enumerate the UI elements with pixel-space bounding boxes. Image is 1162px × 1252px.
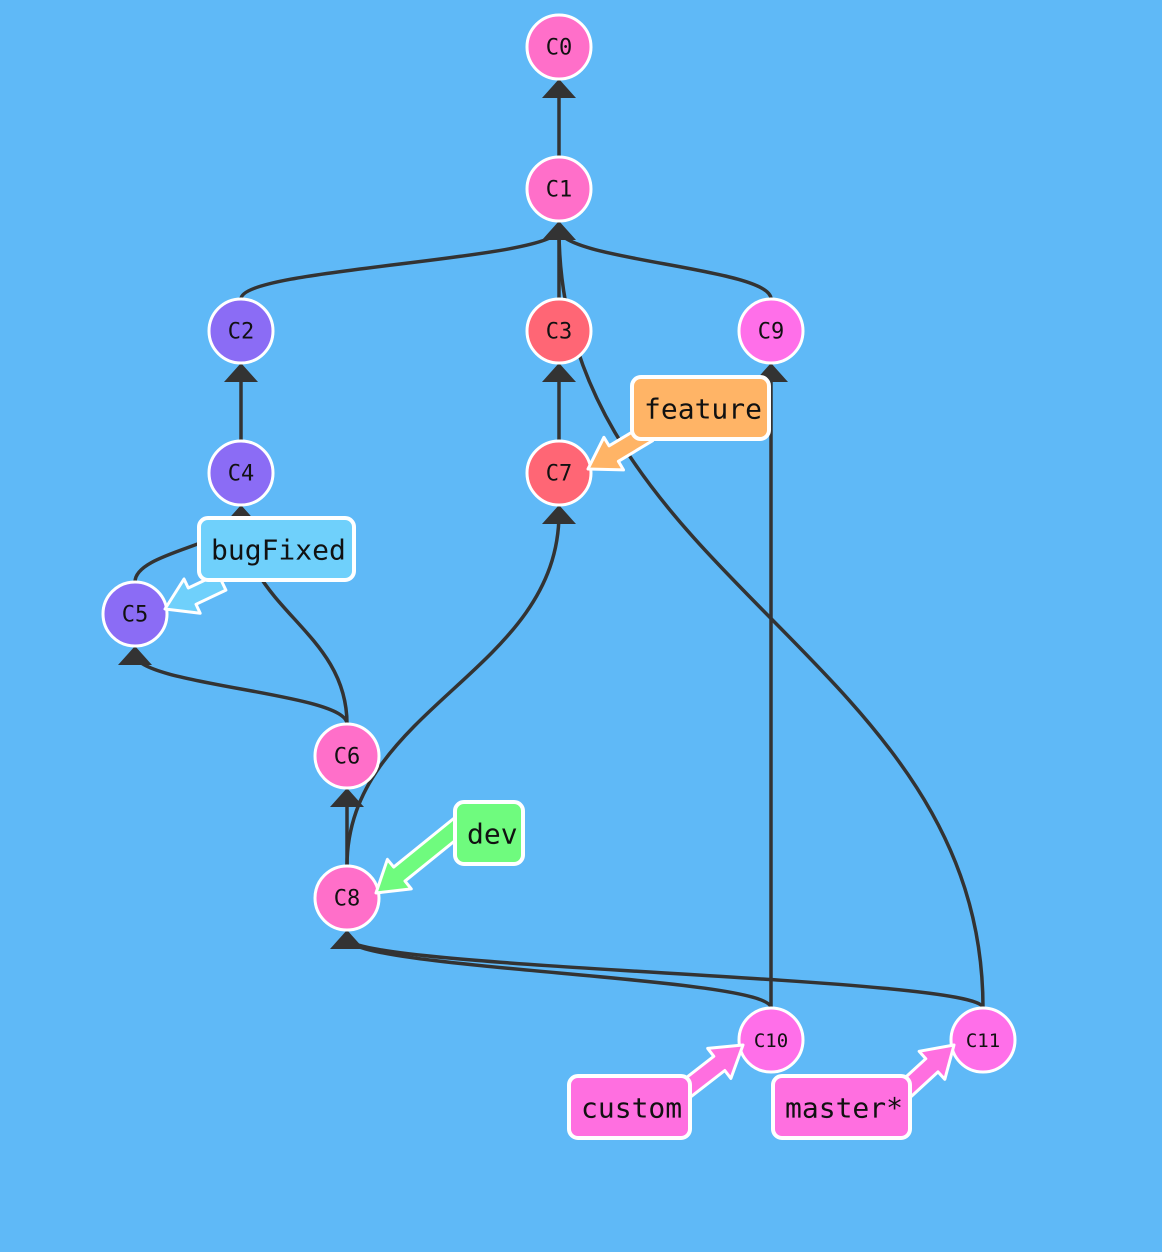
edge-C2-to-C1 <box>239 228 561 300</box>
commit-c11[interactable]: C11 <box>949 1006 1017 1074</box>
commit-id-label: C0 <box>546 36 573 61</box>
commit-id-label: C5 <box>122 603 149 628</box>
branch-label-box[interactable] <box>567 1074 692 1140</box>
commit-id-label: C10 <box>754 1030 788 1052</box>
branch-bugFixed[interactable]: bugFixed <box>163 516 356 615</box>
commit-c3[interactable]: C3 <box>525 297 593 365</box>
branch-name: master* <box>785 1092 903 1125</box>
commit-id-label: C1 <box>546 178 573 203</box>
commit-c2[interactable]: C2 <box>207 297 275 365</box>
arrowhead-C7 <box>542 505 576 524</box>
commit-circle[interactable] <box>525 155 593 223</box>
branch-feature[interactable]: feature <box>586 375 771 472</box>
arrowhead-C1 <box>542 221 576 240</box>
commit-c5[interactable]: C5 <box>101 580 169 648</box>
arrowhead-C0 <box>542 79 576 98</box>
branch-label-box[interactable] <box>197 516 356 582</box>
commit-c4[interactable]: C4 <box>207 439 275 507</box>
branch-pointer-arrow <box>374 816 468 895</box>
commit-circle[interactable] <box>525 439 593 507</box>
commit-circle[interactable] <box>737 1006 805 1074</box>
arrowhead-C8 <box>330 930 364 949</box>
commit-c1[interactable]: C1 <box>525 155 593 223</box>
commit-c8[interactable]: C8 <box>313 864 381 932</box>
commit-id-label: C2 <box>228 320 255 345</box>
commit-c6[interactable]: C6 <box>313 722 381 790</box>
commit-id-label: C3 <box>546 320 573 345</box>
commit-id-label: C9 <box>758 320 785 345</box>
commit-circle[interactable] <box>525 297 593 365</box>
branch-label-box[interactable] <box>771 1074 912 1140</box>
commit-c10[interactable]: C10 <box>737 1006 805 1074</box>
commit-circle[interactable] <box>525 13 593 81</box>
commit-id-label: C6 <box>334 745 361 770</box>
branch-name: dev <box>467 818 518 851</box>
commit-id-label: C4 <box>228 462 255 487</box>
commit-circle[interactable] <box>207 297 275 365</box>
branch-label-box[interactable] <box>453 800 525 866</box>
branch-name: bugFixed <box>211 534 346 567</box>
branch-custom[interactable]: custom <box>567 1043 745 1140</box>
edge-C11-to-C1 <box>557 228 985 1009</box>
arrowhead-C6 <box>330 788 364 807</box>
commit-id-label: C11 <box>966 1030 1000 1052</box>
branch-name: feature <box>644 393 762 426</box>
edge-C10-to-C8 <box>345 937 773 1009</box>
edge-C9-to-C1 <box>557 228 773 300</box>
edge-C6-to-C5 <box>133 653 349 725</box>
arrowhead-C5 <box>118 646 152 665</box>
branch-layer: feature bugFixed dev custom master* <box>163 375 956 1140</box>
commit-c9[interactable]: C9 <box>737 297 805 365</box>
branch-pointer-arrow <box>163 572 228 615</box>
commit-circle[interactable] <box>737 297 805 365</box>
commit-id-label: C8 <box>334 887 361 912</box>
branch-dev[interactable]: dev <box>374 800 525 895</box>
commit-c0[interactable]: C0 <box>525 13 593 81</box>
branch-label-box[interactable] <box>630 375 771 441</box>
commit-circle[interactable] <box>949 1006 1017 1074</box>
arrowhead-C2 <box>224 363 258 382</box>
commit-c7[interactable]: C7 <box>525 439 593 507</box>
commit-circle[interactable] <box>101 580 169 648</box>
commit-id-label: C7 <box>546 462 573 487</box>
edge-C11-to-C8 <box>345 937 985 1009</box>
commit-circle[interactable] <box>313 722 381 790</box>
commit-circle[interactable] <box>313 864 381 932</box>
arrowhead-C3 <box>542 363 576 382</box>
branch-name: custom <box>581 1092 682 1125</box>
branch-master-head[interactable]: master* <box>771 1043 956 1140</box>
commit-circle[interactable] <box>207 439 275 507</box>
